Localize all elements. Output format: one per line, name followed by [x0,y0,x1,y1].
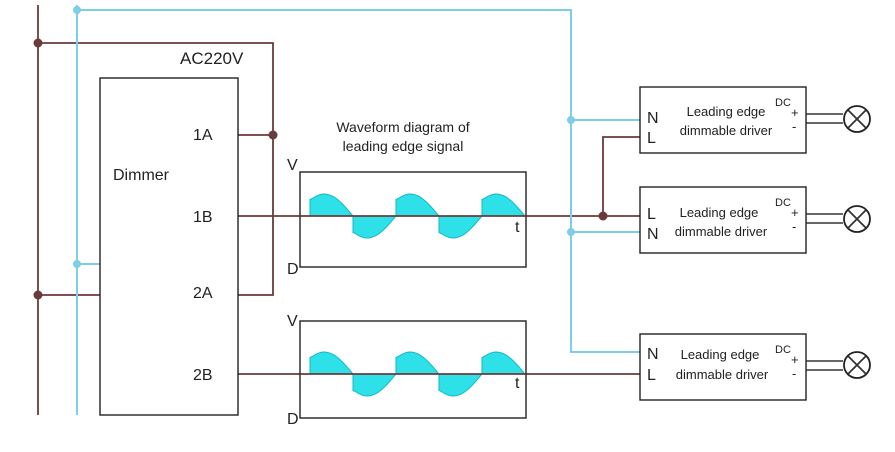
driver-1: N L Leading edge dimmable driver DC + - [639,86,807,154]
terminal-1a: 1A [193,127,213,144]
driver-1-line1: Leading edge [687,104,766,119]
lamp-1-icon [843,105,871,133]
driver-2-pin-top: L [647,206,656,223]
wave1-lobe-1 [309,193,355,217]
driver-3-pin-top: N [647,346,659,363]
wave1-lobe-4 [438,215,484,239]
terminal-1b: 1B [193,209,213,226]
neutral-wires [76,5,640,415]
wave1-lobe-5 [481,193,527,217]
waveform-2-axis-t: t [515,375,520,392]
waveform-1-axis-v: V [287,157,298,174]
waveform-1 [309,193,527,239]
driver-3-plus: + [791,352,799,367]
wave1-lobe-3 [395,193,441,217]
driver-2-pin-bottom: N [647,226,659,243]
driver-2-dc: DC [775,197,791,209]
driver-3-dc: DC [775,344,791,356]
waveform-2 [309,351,527,397]
driver-3-line2: dimmable driver [676,367,769,382]
lamp-3-icon [843,351,871,379]
waveform-box-2: V D t [287,313,527,428]
wave2-lobe-2 [352,373,398,397]
terminal-2b: 2B [193,367,213,384]
driver-3-line1: Leading edge [681,347,760,362]
driver-3-minus: - [792,366,796,381]
terminal-2a: 2A [193,285,213,302]
waveform-2-axis-d: D [287,411,299,428]
wave2-lobe-5 [481,351,527,375]
wave2-lobe-3 [395,351,441,375]
lamp-2-icon [843,205,871,233]
lamp-wires [806,113,843,371]
driver-1-minus: - [792,119,796,134]
wave2-lobe-4 [438,373,484,397]
supply-label: AC220V [180,49,244,68]
wave2-lobe-1 [309,351,355,375]
driver-2-line1: Leading edge [680,205,759,220]
wave1-lobe-2 [352,215,398,239]
driver-2-line2: dimmable driver [675,224,768,239]
waveform-1-axis-t: t [515,219,520,236]
waveform-1-axis-d: D [287,261,299,278]
driver-1-line2: dimmable driver [680,123,773,138]
driver-1-dc: DC [775,97,791,109]
waveform-title-line1: Waveform diagram of [336,119,469,135]
waveform-2-axis-v: V [287,313,298,330]
driver-1-plus: + [791,105,799,120]
dimmer-label: Dimmer [113,167,170,184]
driver-3-pin-bottom: L [647,367,656,384]
driver-3: N L Leading edge dimmable driver DC + - [639,333,807,401]
driver-2-minus: - [792,219,796,234]
dimmer-block: Dimmer AC220V 1A 1B 2A 2B [99,49,244,416]
waveform-title-line2: leading edge signal [343,138,464,154]
driver-1-pin-top: N [647,110,659,127]
driver-2-plus: + [791,205,799,220]
driver-1-pin-bottom: L [647,130,656,147]
waveform-box-1: V D t [287,157,527,278]
junction-dots [33,6,608,300]
driver-2: L N Leading edge dimmable driver DC + - [639,186,807,254]
